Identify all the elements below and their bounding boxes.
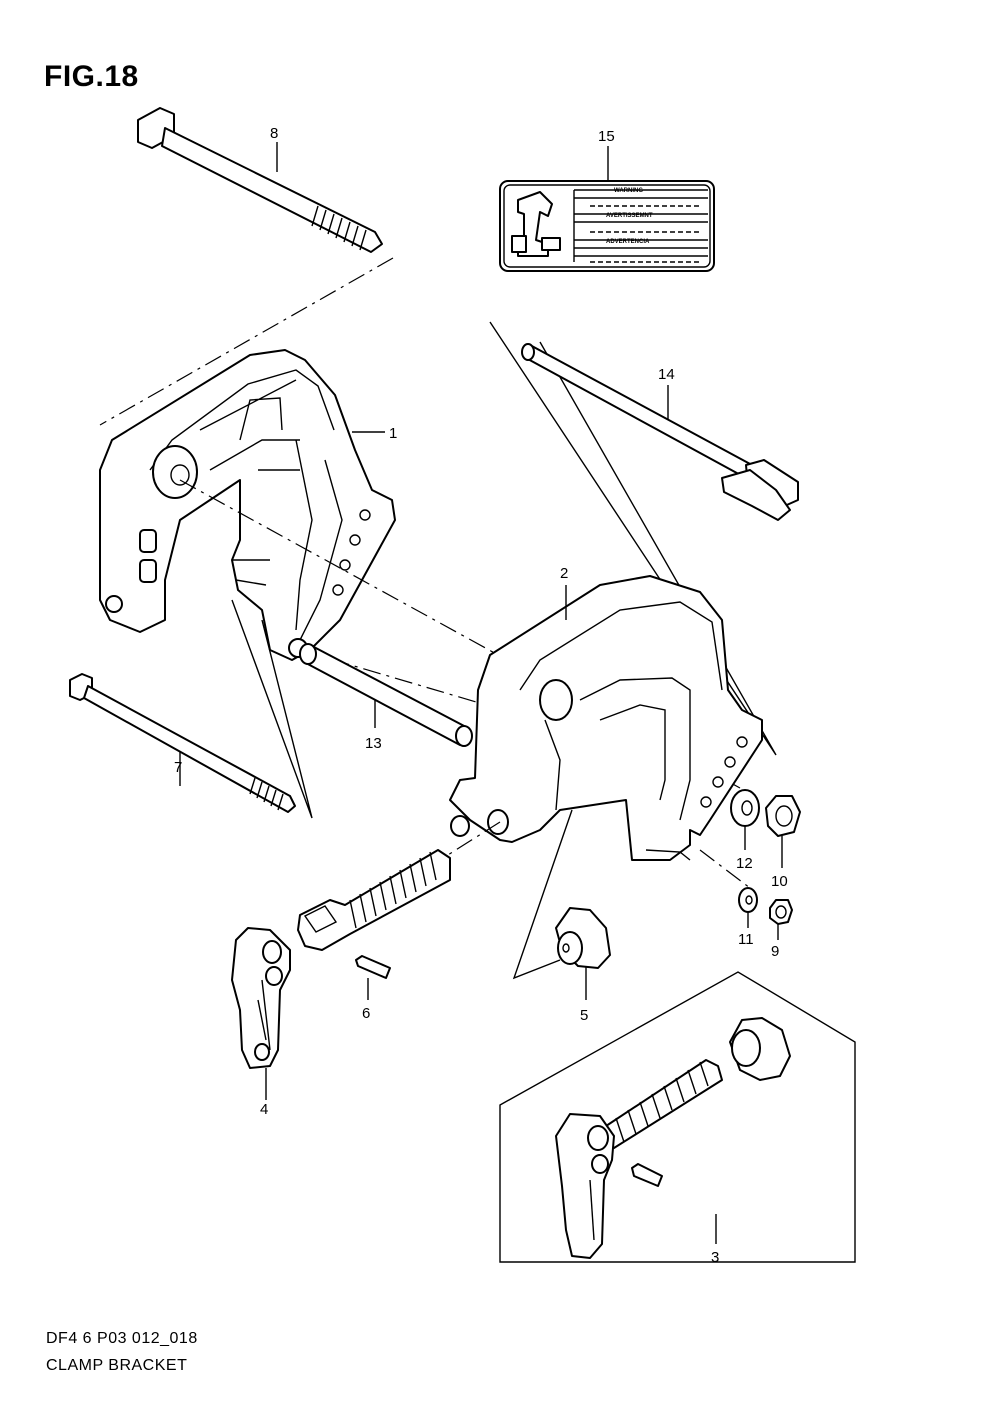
callout-6: 6 xyxy=(362,1005,370,1022)
guide-line xyxy=(512,809,573,980)
warning-text-fr: AVERTISSEMNT xyxy=(606,213,653,219)
callout-1: 1 xyxy=(389,425,397,442)
figure-name: CLAMP BRACKET xyxy=(46,1357,188,1374)
alignment-line xyxy=(99,257,394,426)
alignment-line xyxy=(699,849,751,889)
guide-line xyxy=(489,321,777,756)
callout-7: 7 xyxy=(174,759,182,776)
warning-text-en: WARNING xyxy=(614,188,643,194)
callout-10: 10 xyxy=(771,873,788,890)
callout-3: 3 xyxy=(711,1249,719,1266)
clamp-screw xyxy=(297,849,451,951)
part-1-clamp-bracket xyxy=(99,349,396,661)
callout-15: 15 xyxy=(598,128,615,145)
part-6-pin xyxy=(355,955,391,979)
part-4-handle xyxy=(231,927,291,1069)
part-10-nut xyxy=(765,795,801,837)
alignment-line xyxy=(439,821,501,861)
part-9-nut xyxy=(769,899,793,925)
part-7-bolt xyxy=(69,673,296,813)
callout-9: 9 xyxy=(771,943,779,960)
callout-11: 11 xyxy=(738,931,754,948)
part-13-shaft xyxy=(299,643,473,747)
part-3-assembly xyxy=(499,971,856,1263)
callout-8: 8 xyxy=(270,125,278,142)
part-11-washer xyxy=(738,887,758,913)
callout-12: 12 xyxy=(736,855,753,872)
guide-line xyxy=(231,599,313,819)
callout-4: 4 xyxy=(260,1101,268,1118)
warning-text-es: ADVERTENCIA xyxy=(606,239,650,245)
figure-code: DF4 6 P03 012_018 xyxy=(46,1330,198,1347)
part-12-washer xyxy=(730,789,760,827)
part-2-clamp-bracket xyxy=(449,575,763,861)
callout-2: 2 xyxy=(560,565,568,582)
figure-title: FIG.18 xyxy=(44,60,139,93)
part-5-pad xyxy=(555,907,611,969)
part-8-bolt xyxy=(137,107,383,253)
callout-14: 14 xyxy=(658,366,675,383)
callout-13: 13 xyxy=(365,735,382,752)
part-14-rod xyxy=(521,343,799,521)
part-15-warning-label: WARNING AVERTISSEMNT ADVERTENCIA xyxy=(499,180,715,272)
callout-5: 5 xyxy=(580,1007,588,1024)
